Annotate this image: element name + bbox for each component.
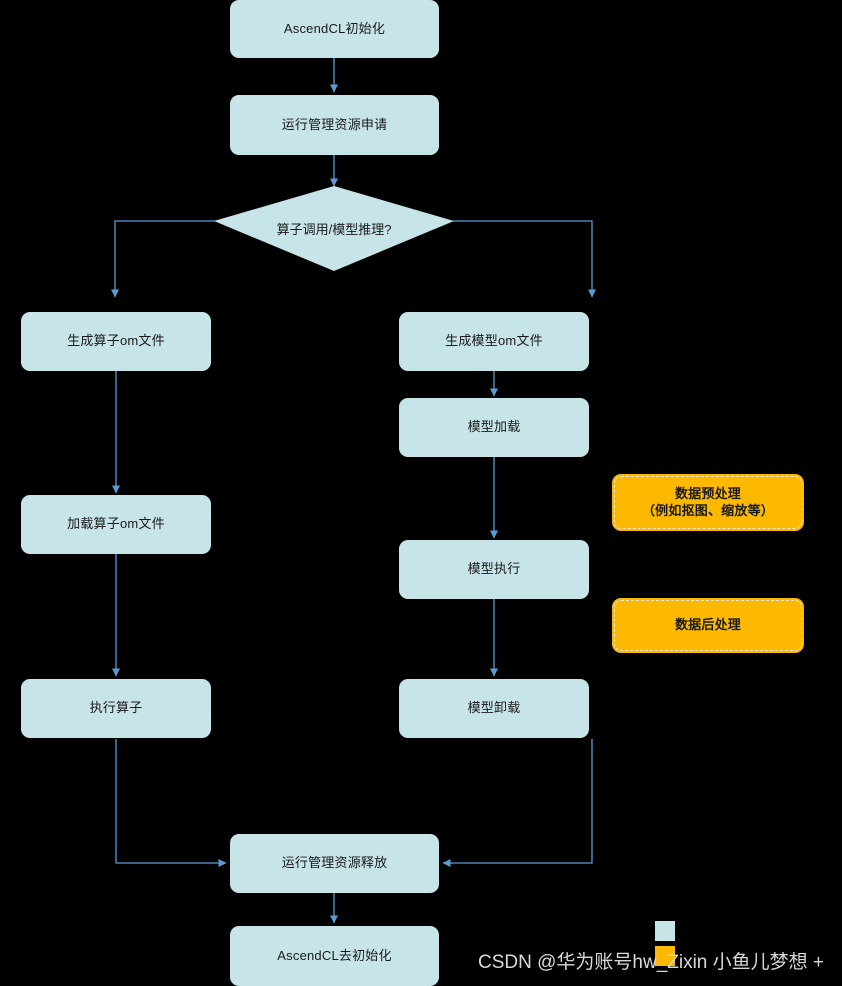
node-label: 模型加载: [467, 419, 521, 435]
node-label: AscendCL去初始化: [277, 947, 392, 963]
node-label: AscendCL初始化: [283, 20, 386, 36]
node-label: 加载算子om文件: [67, 516, 165, 532]
node-generate-operator-om[interactable]: 生成算子om文件: [21, 312, 211, 371]
legend-swatch-process: [655, 921, 675, 941]
node-label-line1: 数据预处理: [674, 485, 741, 501]
node-label: 生成算子om文件: [67, 333, 165, 349]
node-load-operator-om[interactable]: 加载算子om文件: [21, 495, 211, 554]
node-label: 算子调用/模型推理?: [276, 222, 392, 237]
node-label: 模型卸载: [467, 700, 521, 716]
diamond-shape: [214, 186, 454, 271]
node-data-preprocess[interactable]: 数据预处理 （例如抠图、缩放等）: [612, 474, 804, 531]
node-label: 执行算子: [89, 700, 143, 716]
node-generate-model-om[interactable]: 生成模型om文件: [399, 312, 589, 371]
node-label: 运行管理资源申请: [281, 116, 388, 132]
node-runtime-resource-release[interactable]: 运行管理资源释放: [230, 834, 439, 893]
node-label: 运行管理资源释放: [281, 855, 388, 871]
node-ascendcl-deinit[interactable]: AscendCL去初始化: [230, 926, 439, 986]
legend-swatch-aux: [655, 946, 675, 966]
node-model-load[interactable]: 模型加载: [399, 398, 589, 457]
node-decision-op-or-model[interactable]: 算子调用/模型推理?: [214, 186, 454, 271]
node-model-unload[interactable]: 模型卸载: [399, 679, 589, 738]
node-label: 数据后处理: [674, 617, 741, 633]
node-data-postprocess[interactable]: 数据后处理: [612, 598, 804, 653]
node-ascendcl-init[interactable]: AscendCL初始化: [230, 0, 439, 58]
node-runtime-resource-apply[interactable]: 运行管理资源申请: [230, 95, 439, 155]
node-model-execute[interactable]: 模型执行: [399, 540, 589, 599]
node-label: 模型执行: [467, 561, 521, 577]
node-label: 生成模型om文件: [445, 333, 543, 349]
node-execute-operator[interactable]: 执行算子: [21, 679, 211, 738]
watermark-text: CSDN @华为账号hw_Zixin 小鱼儿梦想 +: [478, 952, 825, 973]
node-label-line2: （例如抠图、缩放等）: [641, 502, 774, 518]
